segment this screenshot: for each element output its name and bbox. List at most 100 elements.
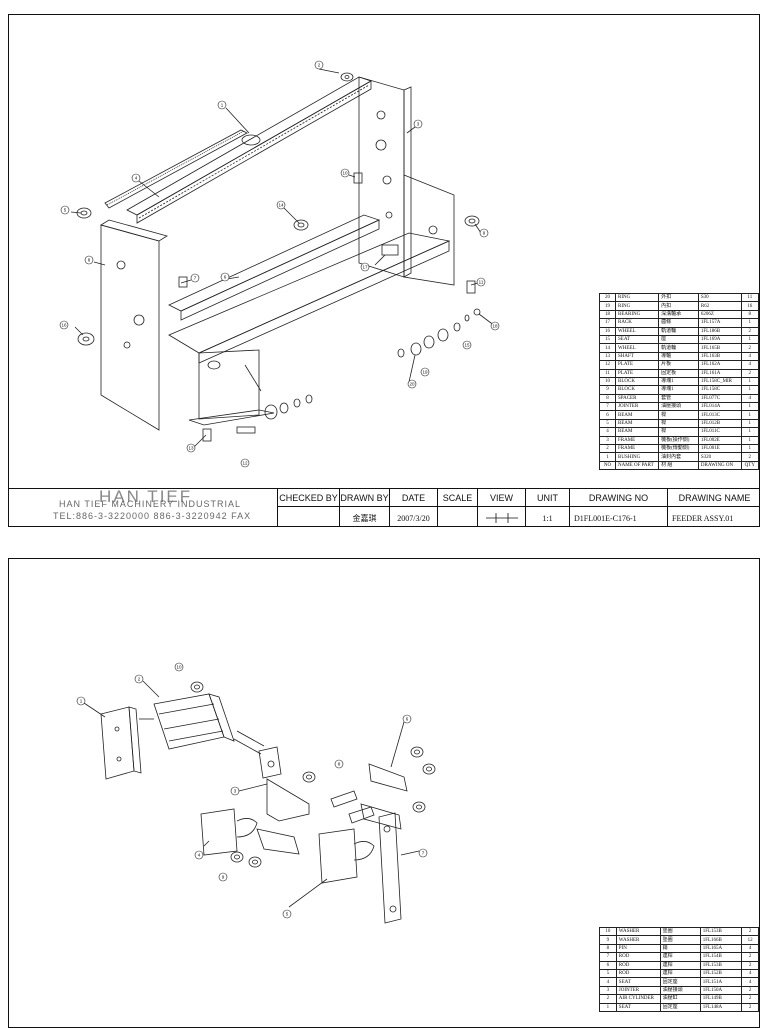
svg-text:8: 8 [88,258,91,263]
parts-cell-name: SEAT [615,1002,661,1012]
parts-cell-no: 9 [599,385,616,395]
seat-block [100,706,135,780]
balloon-3: 3 [230,786,240,796]
parts-cell-dwg: 1FL153B [699,926,743,937]
svg-text:7: 7 [422,851,425,856]
parts-header-name: NAME OF PART [614,460,660,471]
svg-text:20: 20 [409,382,415,387]
top-rail [126,76,372,216]
parts-cell-dwg: 1FL166B [699,935,743,945]
parts-cell-name: PIN [615,943,661,954]
parts-cell-no: 8 [599,943,617,954]
parts-cell-qty: 1 [740,334,759,345]
balloon-3: 3 [413,119,423,129]
scale-label: SCALE [437,489,477,507]
parts-cell-no: 3 [599,985,617,996]
parts-cell-cn: 深溝軸承 [658,309,699,320]
parts-cell-name: BEAM [614,418,660,429]
company-logo-text: HAN TIEF [99,487,193,506]
parts-cell-cn: 連桿 [659,960,701,970]
parts-cell-dwg: 1FL158C_MIR [697,376,742,387]
parts-cell-name: SEAT [614,334,660,345]
parts-header-cn: 材 組 [658,460,699,471]
parts-cell-dwg: 1FL012B [697,418,742,429]
parts-cell-dwg: 1FL150A [699,985,743,996]
parts-cell-cn: 連桿 [659,968,701,979]
parts-cell-name: ROD [615,968,661,979]
svg-text:14: 14 [278,203,284,208]
company-phone: TEL:886-3-3220000 886-3-3220942 FAX [53,511,252,521]
parts-cell-cn: 內扣 [658,301,699,311]
balloon-2: 2 [314,60,324,70]
svg-text:9: 9 [222,875,225,880]
parts-cell-no: 5 [599,968,617,979]
parts-cell-cn: 墊圈 [659,935,701,945]
drawing-no-value: D1FL001E-C176-1 [569,507,667,526]
parts-cell-cn: 座 [658,334,699,345]
parts-cell-qty: 1 [740,410,759,420]
svg-text:15: 15 [464,343,470,348]
balloon-4: 4 [131,173,141,183]
view-label: VIEW [477,489,525,507]
parts-cell-cn: 墊圈 [659,926,701,937]
parts-cell-name: BEAM [614,427,660,437]
parts-cell-cn: 外扣 [658,292,699,303]
parts-cell-cn: 導軸 [658,351,699,362]
parts-cell-name: WASHER [615,926,661,937]
parts-cell-no: 1 [599,1002,617,1012]
parts-cell-cn: 軌道輪 [658,343,699,353]
parts-cell-dwg: 1FL149B [699,994,743,1004]
balloon-6: 6 [220,272,230,282]
parts-cell-no: 3 [599,435,616,446]
parts-cell-cn: 機板(傳動側) [658,444,699,454]
drawing-no-label: DRAWING NO [569,489,667,507]
view-projection-icon [477,507,525,526]
svg-text:7: 7 [194,276,197,281]
balloon-7: 7 [418,848,428,858]
svg-text:17: 17 [362,265,368,270]
svg-text:19: 19 [422,370,428,375]
parts-cell-qty: 8 [740,309,759,320]
balloon-13: 13 [186,443,196,453]
svg-text:18: 18 [492,324,498,329]
parts-cell-qty: 1 [740,444,759,454]
parts-cell-qty: 1 [740,402,759,412]
drawn-by-label: DRAWN BY [339,489,389,507]
parts-cell-name: AIR CYLINDER [615,994,661,1004]
parts-cell-name: RACK [614,318,660,328]
balloon-8: 8 [334,759,344,769]
parts-cell-no: 8 [599,393,616,404]
balloon-6: 6 [402,714,412,724]
parts-cell-qty: 2 [740,452,759,462]
parts-cell-name: WHEEL [614,326,660,336]
parts-cell-no: 6 [599,960,617,970]
svg-text:5: 5 [286,912,289,917]
balloon-1: 1 [217,100,227,110]
parts-cell-qty: 4 [740,360,759,370]
parts-cell-dwg: 1FL014A [697,402,742,412]
parts-cell-no: 10 [599,926,617,937]
balloon-16: 16 [59,320,69,330]
parts-cell-no: 16 [599,326,616,336]
parts-cell-qty: 2 [740,326,759,336]
parts-cell-no: 1 [599,452,616,462]
parts-cell-name: BLOCK [614,376,660,387]
parts-cell-name: WHEEL [614,343,660,353]
